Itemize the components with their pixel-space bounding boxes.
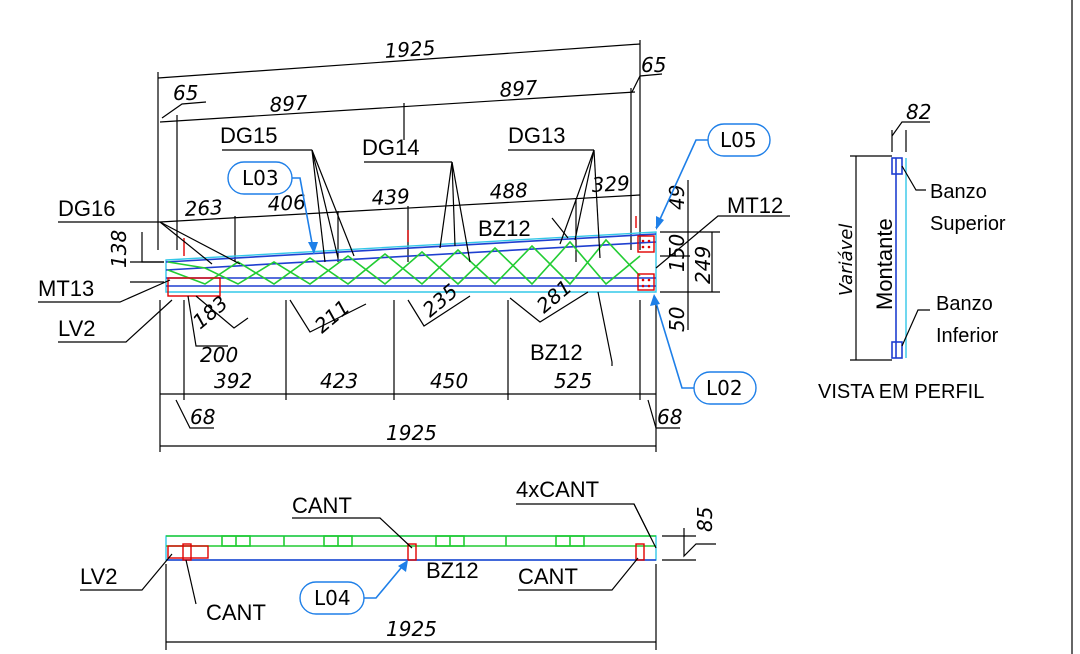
dim-end-left: 65 — [173, 81, 198, 105]
label-banzo-superior-2: Superior — [930, 213, 1006, 235]
label-montante: Montante — [872, 218, 897, 310]
dim-h-138: 138 — [107, 230, 131, 268]
dim-diag-211: 211 — [310, 295, 355, 338]
dim-h-150: 150 — [665, 234, 689, 272]
dim-h-49: 49 — [665, 185, 689, 210]
label-lv2-elevation: LV2 — [58, 316, 96, 341]
dim-diag-183: 183 — [188, 291, 233, 334]
dim-bot-525: 525 — [554, 369, 592, 393]
plate-top-right — [637, 235, 655, 253]
label-dg13: DG13 — [508, 123, 565, 148]
dim-half-right: 897 — [499, 75, 539, 102]
dim-bot-end-right: 68 — [657, 405, 682, 429]
label-cant-2: CANT — [518, 564, 578, 589]
label-cant-3: CANT — [206, 600, 266, 625]
label-lv2-plan: LV2 — [80, 564, 118, 589]
label-mt13: MT13 — [38, 276, 94, 301]
dim-200: 200 — [200, 343, 238, 367]
plate-bottom-right — [637, 273, 655, 291]
profile-title: VISTA EM PERFIL — [818, 381, 984, 403]
tag-l05-text: L05 — [720, 128, 757, 152]
label-cant-1: CANT — [292, 493, 352, 518]
dim-diag-281: 281 — [532, 275, 577, 318]
dim-seg-263: 263 — [184, 195, 223, 221]
dim-h-50: 50 — [665, 307, 689, 332]
label-bz12-top: BZ12 — [478, 216, 531, 241]
dim-half-left: 897 — [269, 90, 309, 117]
dim-seg-329: 329 — [591, 171, 630, 197]
dim-h-249: 249 — [691, 246, 715, 284]
label-dg15: DG15 — [220, 123, 277, 148]
dim-line-segments — [159, 194, 641, 223]
label-variavel: Variável — [836, 224, 857, 296]
dim-plan-85: 85 — [693, 507, 717, 532]
dim-seg-488: 488 — [489, 178, 528, 204]
dim-profile-82: 82 — [906, 100, 931, 124]
profile-view: 82 Variável Montante Banzo Superior Banz… — [818, 100, 1006, 403]
label-4x-cant: 4xCANT — [516, 477, 599, 502]
label-bz12-bottom: BZ12 — [530, 340, 583, 365]
dim-bot-392: 392 — [214, 369, 252, 393]
dim-bot-end-left: 68 — [190, 405, 215, 429]
dim-end-right: 65 — [641, 53, 666, 77]
plan-outline — [165, 535, 657, 561]
dim-bot-423: 423 — [320, 369, 358, 393]
profile-top-chord — [891, 157, 903, 175]
label-bz12-plan: BZ12 — [426, 558, 479, 583]
elevation-view: 1925 65 65 897 897 263 406 439 488 329 — [38, 35, 790, 452]
plan-view: CANT 4xCANT BZ12 CANT LV2 CANT 85 1925 L… — [80, 477, 717, 650]
dim-total-bottom: 1925 — [386, 421, 437, 445]
profile-bottom-chord — [891, 341, 903, 359]
label-banzo-inferior-1: Banzo — [936, 293, 993, 315]
tag-l03-text: L03 — [242, 166, 279, 190]
label-banzo-superior-1: Banzo — [930, 181, 987, 203]
label-dg16: DG16 — [58, 196, 115, 221]
tag-l02-text: L02 — [706, 376, 743, 400]
dim-seg-439: 439 — [371, 184, 410, 210]
top-chord — [165, 233, 657, 263]
tag-l04-text: L04 — [314, 586, 351, 610]
dim-line-halves — [159, 91, 636, 123]
dim-plan-total: 1925 — [386, 617, 437, 641]
label-banzo-inferior-2: Inferior — [936, 325, 999, 347]
label-dg14: DG14 — [362, 135, 419, 160]
dim-total-top: 1925 — [384, 35, 436, 62]
dim-bot-450: 450 — [430, 369, 468, 393]
dim-line-total-top — [157, 43, 641, 79]
plate-left — [167, 277, 221, 297]
label-mt12: MT12 — [727, 193, 783, 218]
